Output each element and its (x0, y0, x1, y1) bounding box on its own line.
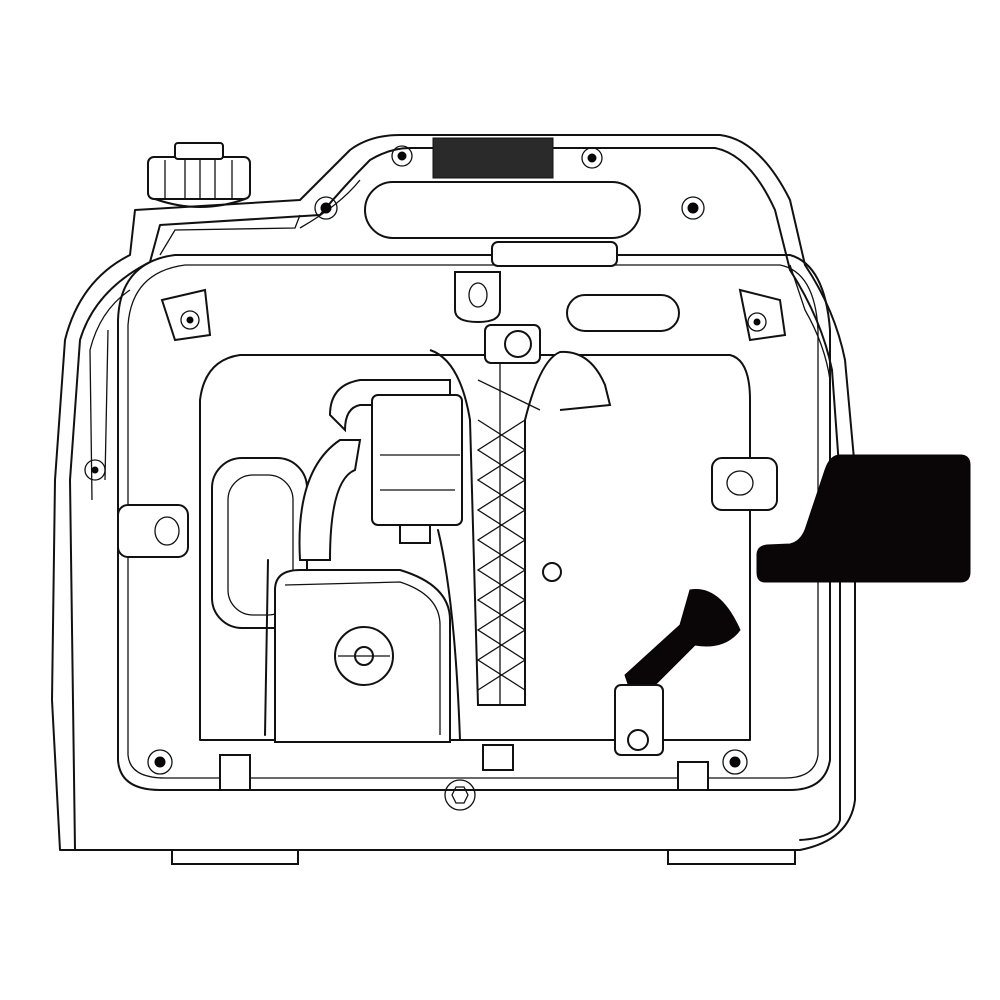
foot-left (171, 849, 299, 865)
callout-box-icon (756, 454, 971, 583)
lattice-frame (429, 349, 612, 706)
side-panel (117, 254, 831, 791)
fuel-cap-icon (147, 142, 251, 208)
foot-right (667, 849, 796, 865)
funnel-icon (614, 589, 741, 756)
engine-cavity (199, 354, 751, 741)
screw-icon (84, 145, 767, 811)
vent-grille-icon (432, 137, 554, 179)
muffler-icon (264, 559, 451, 743)
handle-slot (364, 181, 641, 239)
